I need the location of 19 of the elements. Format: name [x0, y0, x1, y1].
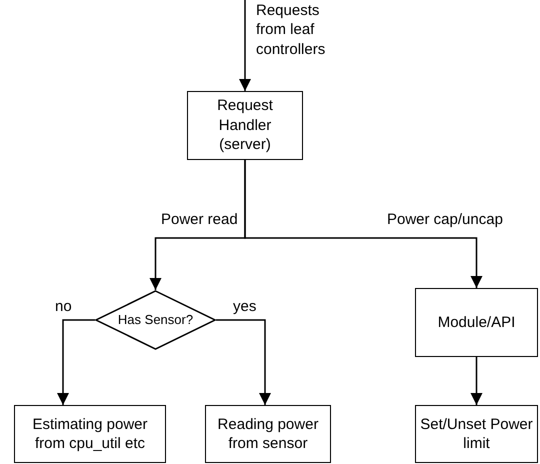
edge-label: Power cap/uncap: [386, 211, 504, 228]
node-text: Request Handler (server): [216, 96, 274, 155]
process-box: [205, 405, 331, 463]
arrow: [244, 160, 482, 288]
process-box: [14, 405, 166, 463]
arrow: [470, 357, 482, 405]
arrow: [57, 319, 95, 405]
process-box: [415, 288, 538, 357]
node-text: Estimating power from cpu_util etc: [31, 414, 149, 454]
decision-diamond: [95, 290, 216, 350]
node-text: Set/Unset Power limit: [420, 414, 533, 454]
node-text: Reading power from sensor: [216, 414, 320, 454]
arrow: [239, 0, 251, 91]
node-text: Module/API: [438, 312, 516, 332]
node-text: Has Sensor?: [118, 312, 194, 328]
arrow: [216, 319, 271, 405]
process-box: [415, 405, 538, 463]
process-box: [187, 91, 303, 160]
node-text: Requests from leaf controllers: [256, 0, 326, 60]
